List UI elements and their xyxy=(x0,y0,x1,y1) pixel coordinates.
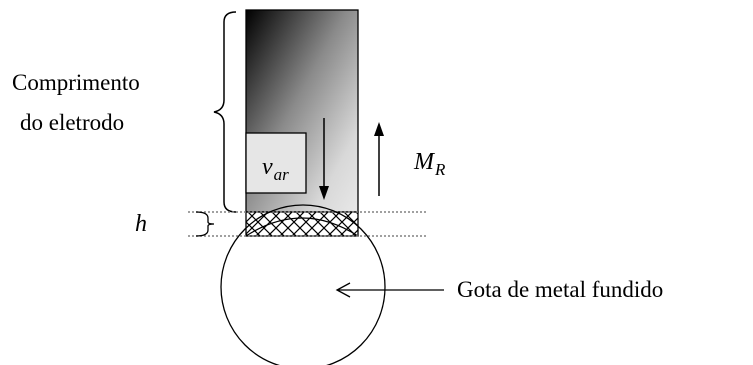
electrode-length-label-line1: Comprimento xyxy=(12,70,140,95)
v-ar-main: v xyxy=(262,154,273,180)
h-label: h xyxy=(135,211,147,237)
v-ar-label: var xyxy=(262,154,289,184)
electrode-tip-hatched xyxy=(245,211,359,237)
m-r-arrow-up-icon xyxy=(374,122,384,196)
m-r-subscript: R xyxy=(434,160,446,179)
electrode-length-label-line2: do eletrodo xyxy=(20,110,124,135)
v-ar-box xyxy=(245,132,307,194)
m-r-main: M xyxy=(413,149,436,175)
droplet-label: Gota de metal fundido xyxy=(457,277,663,302)
v-ar-subscript: ar xyxy=(274,165,290,184)
droplet-pointer-arrow-icon xyxy=(335,282,444,298)
m-r-label: MR xyxy=(413,149,446,179)
molten-metal-droplet xyxy=(220,204,386,365)
h-brace xyxy=(195,211,215,237)
v-ar-arrow-down-icon xyxy=(319,118,329,200)
electrode-length-brace xyxy=(213,11,237,213)
